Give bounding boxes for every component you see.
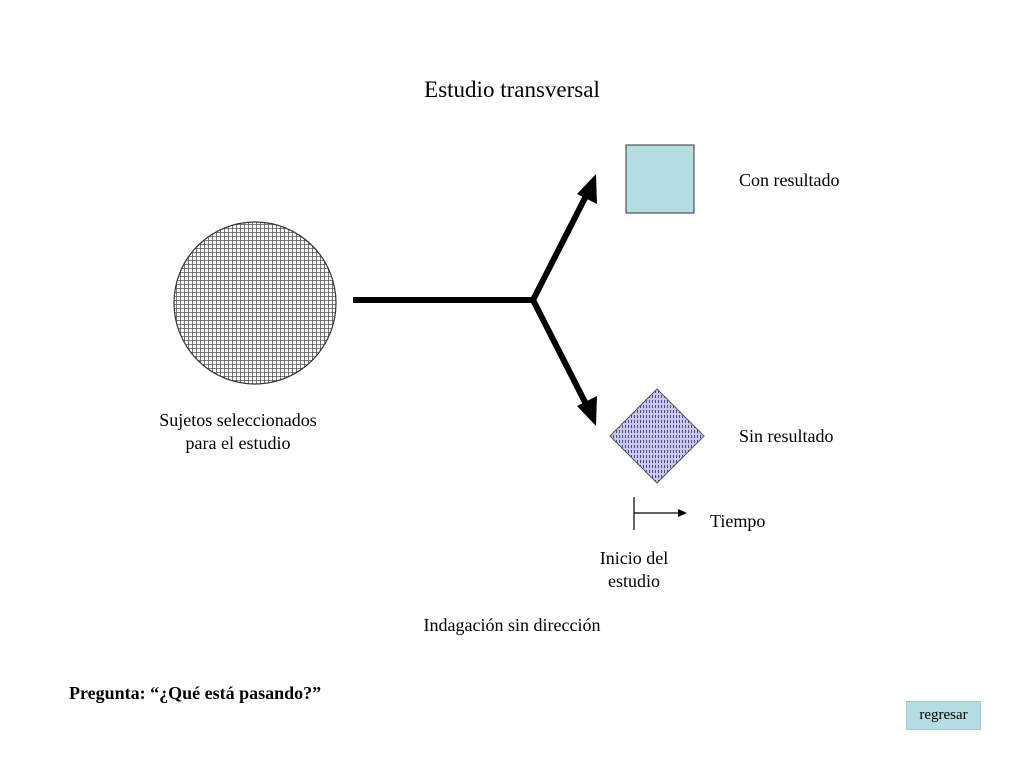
study-start-label: Inicio del estudio <box>574 547 694 593</box>
timeline-arrowhead <box>678 509 687 517</box>
branch-down <box>530 298 589 406</box>
subjects-circle <box>173 221 337 385</box>
question-text: Pregunta: “¿Qué está pasando?” <box>69 683 322 703</box>
arrowhead-down <box>577 396 597 426</box>
outcome-square <box>625 144 695 214</box>
arrowhead-up <box>577 174 597 204</box>
study-start-line2: estudio <box>608 571 660 591</box>
time-label: Tiempo <box>710 511 766 531</box>
branch-up <box>530 194 589 302</box>
page-title: Estudio transversal <box>424 77 600 102</box>
subjects-label: Sujetos seleccionados para el estudio <box>138 409 338 455</box>
without-outcome-label: Sin resultado <box>739 426 834 446</box>
subjects-label-line1: Sujetos seleccionados <box>159 410 317 430</box>
back-button[interactable]: regresar <box>906 701 981 730</box>
caption: Indagación sin dirección <box>423 615 601 635</box>
study-start-line1: Inicio del <box>599 548 669 568</box>
with-outcome-label: Con resultado <box>739 170 840 190</box>
no-outcome-diamond <box>609 388 705 484</box>
subjects-label-line2: para el estudio <box>185 433 291 453</box>
